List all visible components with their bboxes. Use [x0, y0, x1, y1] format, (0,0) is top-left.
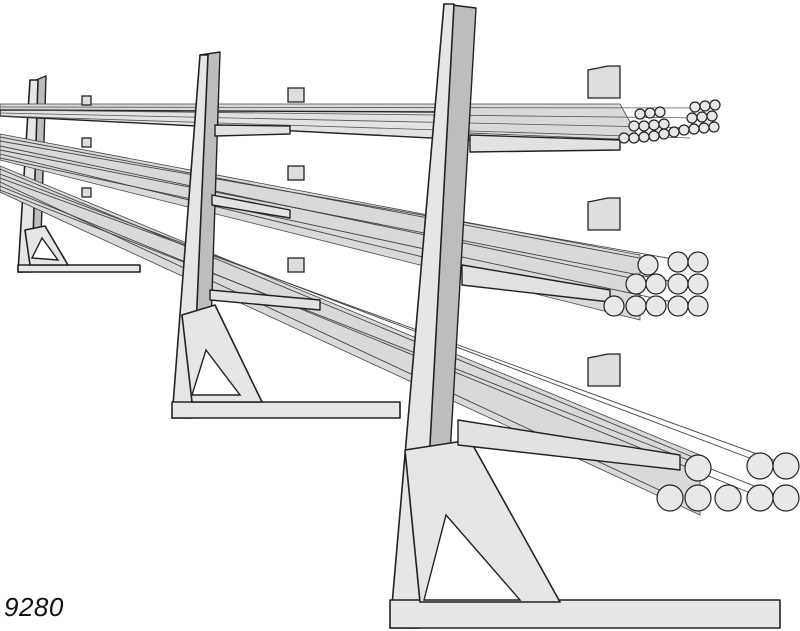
rods-top-level — [0, 103, 701, 141]
upright-far — [17, 75, 141, 273]
stop-posts-front — [587, 65, 621, 387]
rod-ends-bottom — [656, 452, 800, 512]
stop-posts-middle — [81, 87, 305, 273]
rod-ends-top — [618, 99, 721, 144]
rod-ends-middle — [603, 251, 709, 317]
upright-middle — [171, 51, 401, 419]
figure-label: 9280 — [4, 592, 64, 622]
upright-front — [389, 3, 781, 629]
